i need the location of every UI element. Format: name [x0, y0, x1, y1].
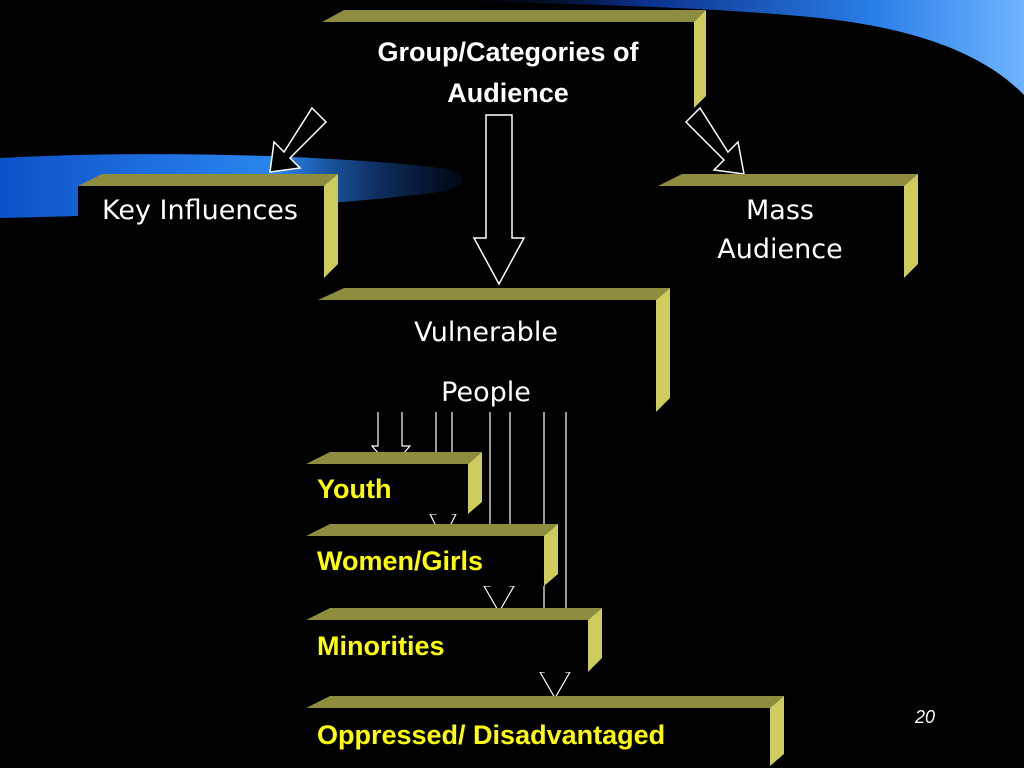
node-vulnerable-box — [318, 288, 670, 412]
mass-audience-label: Mass Audience — [717, 195, 843, 265]
node-key-influences-box — [78, 174, 338, 278]
node-women-girls-box — [306, 524, 558, 586]
node-mass-audience-box — [658, 174, 918, 278]
node-minorities-box — [306, 608, 602, 672]
oppressed-label: Oppressed/ Disadvantaged — [317, 720, 666, 750]
node-oppressed-box — [306, 696, 784, 768]
arrow-root-to-mass-audience — [684, 106, 745, 175]
key-influences-label: Key Influences — [102, 195, 298, 226]
node-root-box — [322, 10, 706, 108]
vulnerable-people-label: Vulnerable People — [414, 317, 558, 408]
arrow-root-to-vulnerable — [472, 114, 526, 286]
page-number: 20 — [915, 707, 936, 727]
minorities-label: Minorities — [317, 631, 445, 661]
arrow-root-to-key-influences — [269, 106, 328, 173]
root-label: Group/Categories of Audience — [377, 37, 639, 108]
youth-label: Youth — [317, 474, 392, 504]
decor-swoosh-top — [430, 0, 1024, 95]
node-youth-box — [306, 452, 482, 514]
women-girls-label: Women/Girls — [317, 546, 484, 576]
